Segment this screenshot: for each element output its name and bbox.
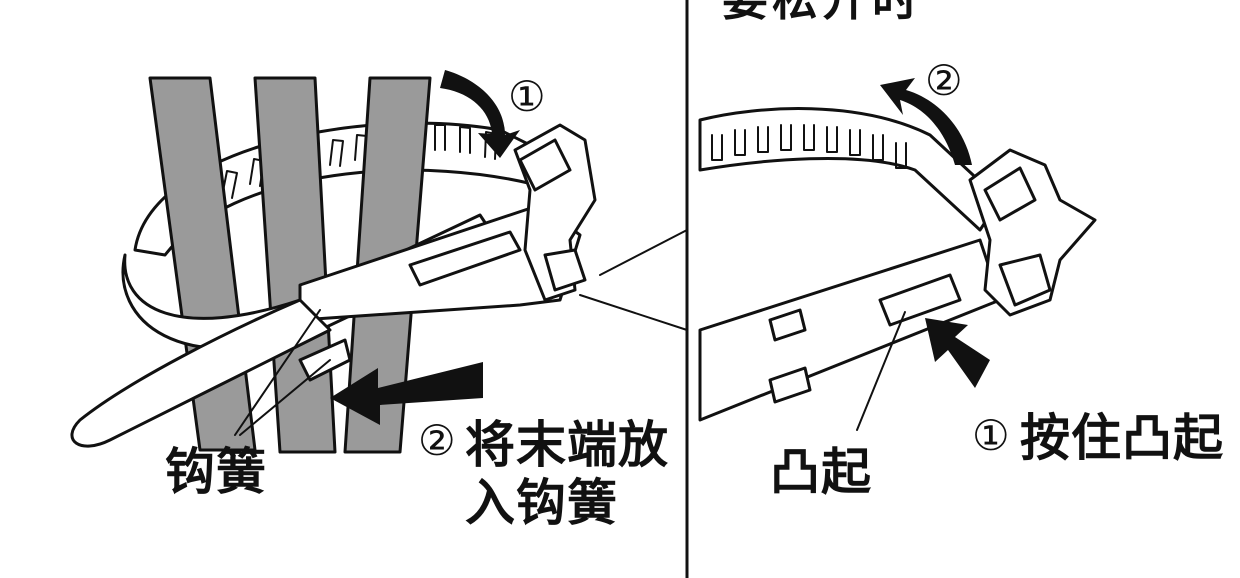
right-step1-marker: ① — [972, 411, 1010, 460]
right-step2-marker: ② — [925, 56, 963, 105]
right-press-arrow — [925, 318, 990, 388]
tie-tail — [70, 298, 332, 448]
left-step1-marker: ① — [508, 72, 546, 121]
right-step1-text: 按住凸起 — [1020, 409, 1224, 467]
release-heading: 要松开时 — [722, 0, 922, 22]
tie-slot — [408, 230, 522, 287]
hook-spring-leader-2 — [239, 359, 331, 436]
left-illustration — [70, 76, 688, 454]
protrusion-leader — [856, 311, 906, 431]
protrusion-label: 凸起 — [770, 443, 872, 501]
left-step2-line2: 入钩簧 — [465, 474, 618, 532]
release-slot — [878, 273, 962, 327]
hook-spring — [298, 338, 352, 382]
left-step2-line1: 将末端放 — [465, 416, 669, 474]
release-teeth — [711, 124, 907, 169]
left-step2-marker: ② — [418, 416, 456, 465]
left-rotate-arrow — [440, 70, 520, 158]
right-illustration — [698, 107, 1097, 431]
hook-spring-leader-1 — [234, 309, 321, 436]
zoom-leader-2 — [599, 229, 688, 276]
zoom-leader — [579, 294, 688, 331]
left-push-arrow — [330, 362, 483, 425]
hook-spring-label: 钩簧 — [165, 443, 267, 501]
right-pull-arrow — [880, 78, 972, 165]
